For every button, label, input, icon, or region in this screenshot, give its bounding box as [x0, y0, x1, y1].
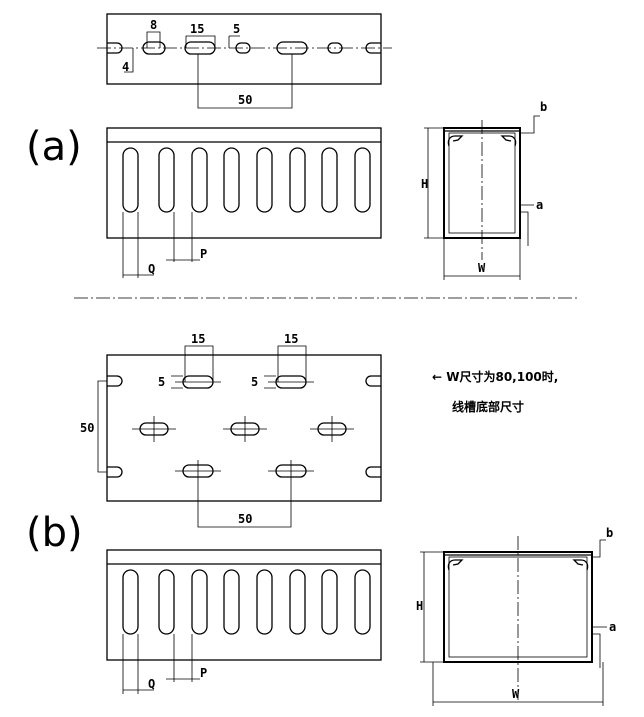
b-dim-a: a: [609, 620, 616, 634]
b-note-line2: 线槽底部尺寸: [452, 399, 524, 414]
a-cross-section: [424, 115, 540, 280]
b-dim-p: P: [200, 666, 207, 680]
a-dim-b: b: [540, 100, 547, 114]
a-dim-w: W: [478, 261, 486, 275]
a-front-view: [106, 127, 382, 278]
b-dim-hole-left: 5: [158, 375, 165, 389]
b-dim-h: H: [416, 599, 423, 613]
b-dim-hole-right: 5: [251, 375, 258, 389]
b-cross-section: [420, 536, 607, 706]
section-a-label: (a): [26, 124, 82, 170]
b-dim-w: W: [512, 687, 520, 701]
a-dim-slot-small: 8: [150, 18, 157, 32]
a-dim-hole: 5: [233, 22, 240, 36]
b-dim-slot-right: 15: [284, 332, 298, 346]
b-note-line1: ← W尺寸为80,100时,: [432, 369, 558, 384]
a-dim-h: H: [421, 177, 428, 191]
a-dim-a: a: [536, 198, 543, 212]
b-dim-pitch: 50: [238, 512, 252, 526]
b-dim-q: Q: [148, 677, 155, 691]
b-dim-height: 50: [80, 421, 94, 435]
b-front-view: [106, 549, 382, 694]
a-dim-p: P: [200, 247, 207, 261]
b-dim-b: b: [606, 526, 613, 540]
b-base-plan: [97, 345, 382, 528]
a-base-plan: [97, 13, 392, 109]
a-dim-slot-long: 15: [190, 22, 204, 36]
b-dim-slot-left: 15: [191, 332, 205, 346]
a-dim-pitch: 50: [238, 93, 252, 107]
section-b-label: (b): [26, 510, 83, 556]
a-dim-edge: 4: [122, 60, 129, 74]
a-dim-q: Q: [148, 262, 155, 276]
